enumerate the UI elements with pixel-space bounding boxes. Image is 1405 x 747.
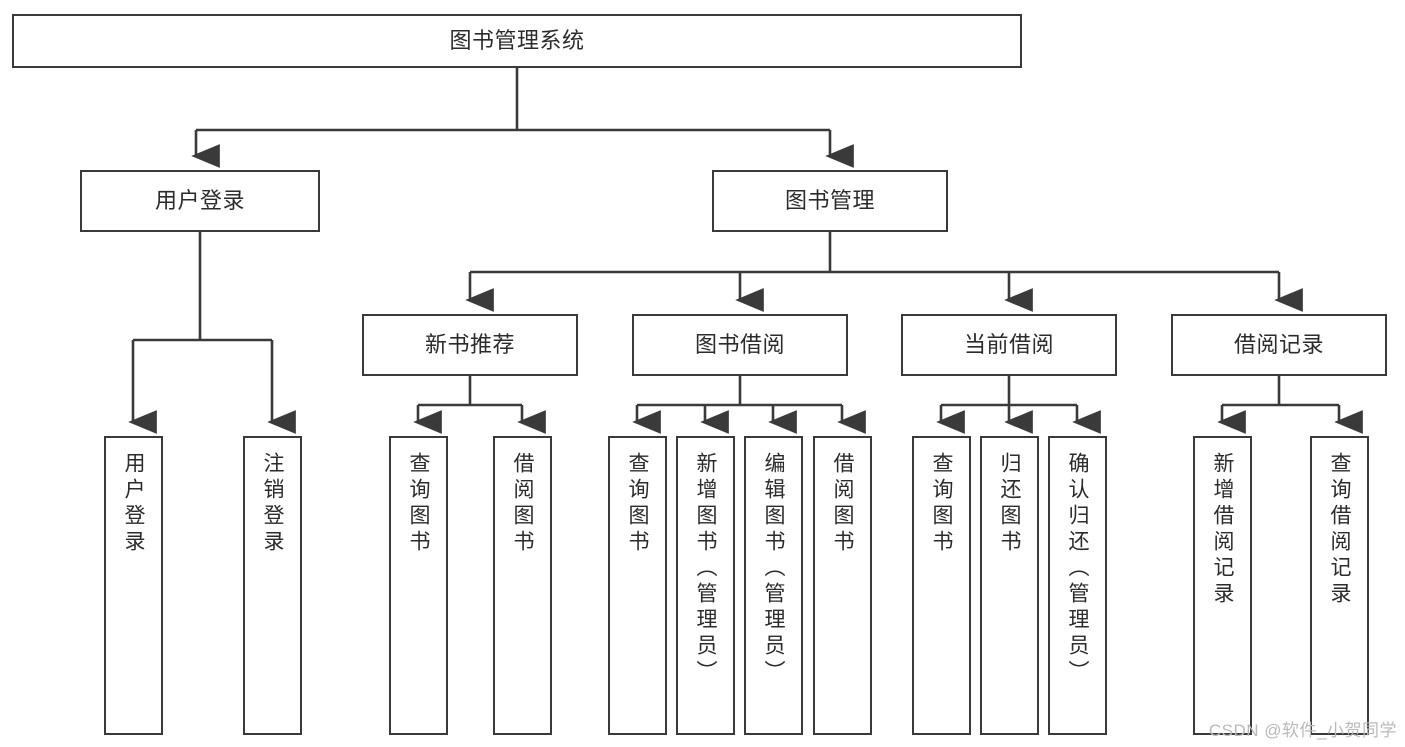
node-label: 图书管理系统 [449, 28, 585, 54]
leaf-current-confirm-return-admin[interactable]: 确认归还（管理员） [1048, 436, 1107, 735]
node-label: 查询图书 [407, 452, 430, 556]
leaf-record-add-borrow-record[interactable]: 新增借阅记录 [1193, 436, 1252, 735]
node-label: 图书管理 [784, 188, 875, 214]
node-label: 新增借阅记录 [1211, 452, 1234, 608]
node-book-borrow[interactable]: 图书借阅 [632, 314, 848, 376]
node-borrow-record[interactable]: 借阅记录 [1171, 314, 1387, 376]
node-label: 用户登录 [154, 188, 245, 214]
node-label: 查询图书 [626, 452, 649, 556]
node-label: 借阅图书 [831, 452, 854, 556]
node-user-login[interactable]: 用户登录 [80, 170, 320, 232]
node-label: 新书推荐 [424, 332, 515, 358]
node-label: 新增图书（管理员） [694, 452, 717, 686]
csdn-watermark: CSDN @软件_小贺同学 [1208, 721, 1397, 740]
node-current-borrow[interactable]: 当前借阅 [901, 314, 1117, 376]
node-label: 归还图书 [998, 452, 1021, 556]
leaf-current-query-book[interactable]: 查询图书 [912, 436, 971, 735]
leaf-borrow-add-book-admin[interactable]: 新增图书（管理员） [676, 436, 735, 735]
leaf-borrow-borrow-book[interactable]: 借阅图书 [813, 436, 872, 735]
leaf-user-login[interactable]: 用户登录 [104, 436, 163, 735]
node-label: 查询图书 [930, 452, 953, 556]
leaf-record-query-borrow-record[interactable]: 查询借阅记录 [1310, 436, 1369, 735]
leaf-current-return-book[interactable]: 归还图书 [980, 436, 1039, 735]
leaf-borrow-query-book[interactable]: 查询图书 [608, 436, 667, 735]
node-label: 编辑图书（管理员） [762, 452, 785, 686]
node-root-system[interactable]: 图书管理系统 [12, 14, 1022, 68]
node-book-management[interactable]: 图书管理 [712, 170, 948, 232]
node-new-book-recommend[interactable]: 新书推荐 [362, 314, 578, 376]
leaf-borrow-edit-book-admin[interactable]: 编辑图书（管理员） [744, 436, 803, 735]
leaf-recommend-borrow-book[interactable]: 借阅图书 [493, 436, 552, 735]
node-label: 当前借阅 [963, 332, 1054, 358]
leaf-logout-login[interactable]: 注销登录 [243, 436, 302, 735]
node-label: 用户登录 [122, 452, 145, 556]
node-label: 确认归还（管理员） [1066, 452, 1089, 686]
leaf-recommend-query-book[interactable]: 查询图书 [389, 436, 448, 735]
node-label: 图书借阅 [694, 332, 785, 358]
node-label: 借阅记录 [1233, 332, 1324, 358]
node-label: 注销登录 [261, 452, 284, 556]
node-label: 查询借阅记录 [1328, 452, 1351, 608]
node-label: 借阅图书 [511, 452, 534, 556]
